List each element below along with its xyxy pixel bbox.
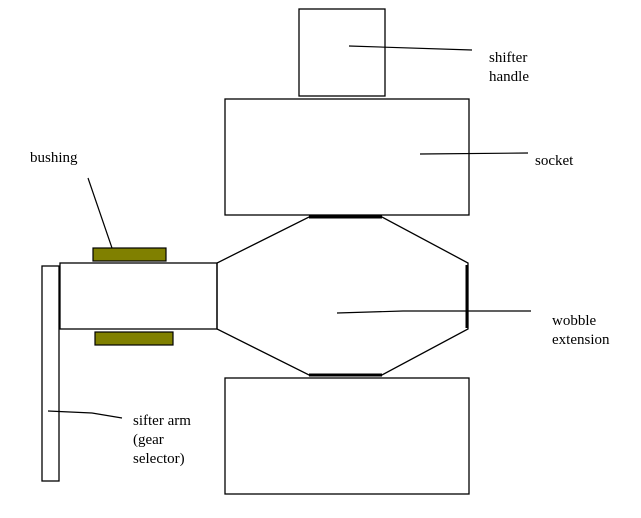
leader-wobble-extension bbox=[336, 310, 531, 314]
label-bushing-line1: bushing bbox=[30, 150, 78, 166]
lower-block-box bbox=[224, 377, 470, 495]
wobble-extension-shape bbox=[216, 216, 469, 376]
label-sifter-arm-line3: selector) bbox=[133, 451, 185, 467]
label-wobble-extension: wobble extension bbox=[552, 312, 610, 350]
socket-box bbox=[224, 98, 470, 216]
label-wobble-extension-line2: extension bbox=[552, 332, 610, 348]
sifter-arm-bar bbox=[41, 265, 60, 482]
label-shifter-handle: shifter handle bbox=[489, 49, 529, 87]
bushing-bottom bbox=[94, 331, 174, 346]
shifter-handle-box bbox=[298, 8, 386, 97]
leader-sifter-arm bbox=[47, 410, 123, 419]
label-wobble-extension-line1: wobble bbox=[552, 313, 597, 329]
label-shifter-handle-line2: handle bbox=[489, 69, 529, 85]
label-bushing: bushing bbox=[30, 149, 78, 168]
shaft-box bbox=[59, 262, 218, 330]
bushing-top bbox=[92, 247, 167, 262]
leader-socket bbox=[419, 152, 529, 155]
leader-bushing bbox=[87, 177, 113, 249]
label-sifter-arm-line1: sifter arm bbox=[133, 413, 191, 429]
leader-shifter-handle bbox=[348, 45, 473, 51]
label-sifter-arm-line2: (gear bbox=[133, 432, 164, 448]
label-socket-line1: socket bbox=[535, 153, 574, 169]
label-shifter-handle-line1: shifter bbox=[489, 50, 528, 66]
label-socket: socket bbox=[535, 152, 573, 171]
label-sifter-arm: sifter arm (gear selector) bbox=[133, 412, 191, 469]
